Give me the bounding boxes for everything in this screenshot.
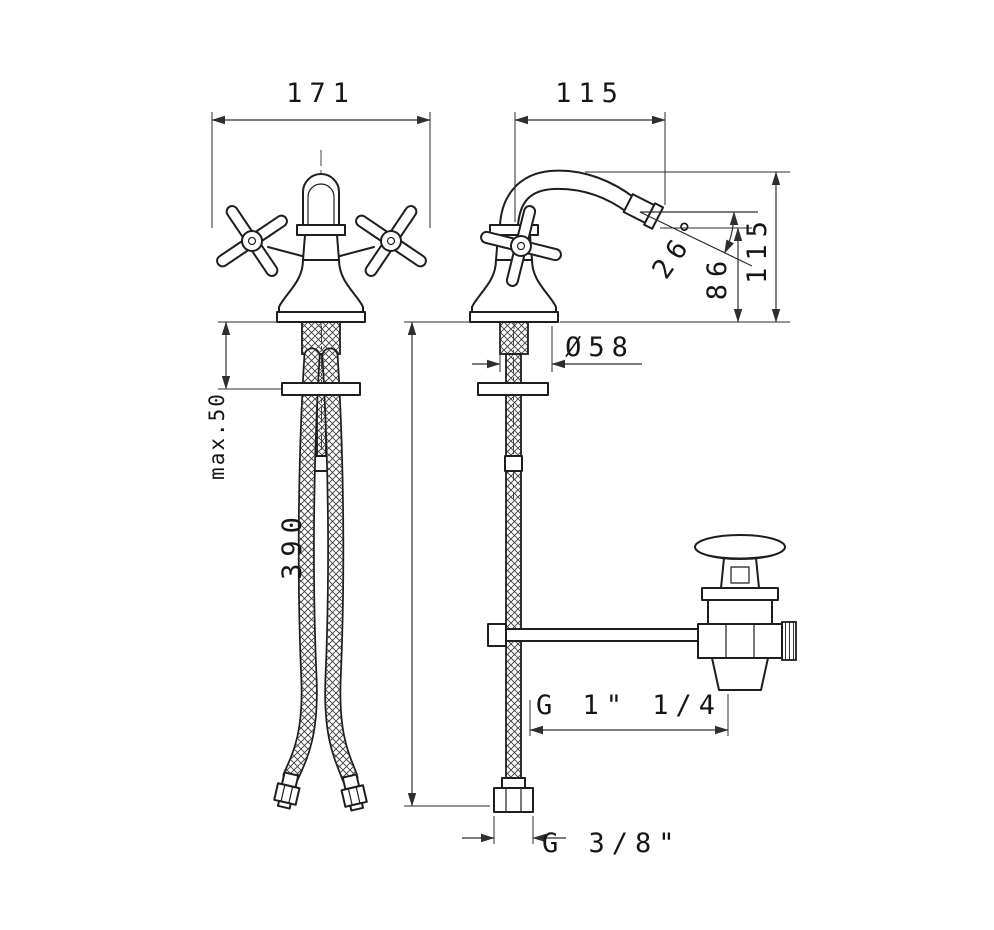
bell-front xyxy=(278,259,364,313)
handle-right xyxy=(355,205,427,277)
handle-side xyxy=(480,205,562,287)
base-plate-side xyxy=(469,311,559,323)
body-front xyxy=(302,234,340,261)
drain-assembly xyxy=(694,534,797,691)
dim-text-base-diameter: Ø58 xyxy=(565,332,635,363)
mounting-flange-front xyxy=(281,382,361,396)
drain-stem-detail xyxy=(730,566,750,584)
handle-left xyxy=(216,205,288,277)
dim-text-depth-top: 115 xyxy=(555,78,625,109)
dim-text-supply-thread: G 3/8" xyxy=(542,828,682,859)
drain-lower-body xyxy=(711,657,769,691)
hose-right xyxy=(330,356,350,778)
dim-text-spout-height: 115 xyxy=(742,214,773,284)
handle-stem-left xyxy=(267,246,303,257)
rod-clamp xyxy=(487,623,507,647)
supply-collar xyxy=(501,777,526,789)
dim-text-width-front: 171 xyxy=(286,78,356,109)
base-plate-front xyxy=(276,311,366,323)
knurled-knob xyxy=(781,621,797,661)
front-view xyxy=(216,150,427,812)
dim-text-drain-thread: G 1" 1/4 xyxy=(536,690,722,721)
side-view xyxy=(469,169,703,813)
spout-side xyxy=(499,169,637,226)
spout-front xyxy=(302,173,340,226)
drain-nut xyxy=(697,623,783,659)
supply-nut xyxy=(493,787,534,813)
drain-stopper xyxy=(694,534,786,560)
hose-connector-right xyxy=(340,773,368,812)
dim-text-max-mounting: max.50 xyxy=(205,392,229,480)
hose-connector-left xyxy=(273,771,301,810)
handle-stem-right xyxy=(339,246,375,257)
rod-square-side xyxy=(504,455,523,472)
dim-text-hose-length: 390 xyxy=(277,510,308,580)
drain-upper-body xyxy=(707,599,773,625)
pop-up-rod xyxy=(503,628,703,642)
mounting-flange-side xyxy=(477,382,549,396)
dimensions: 171 115 26° 86 115 Ø58 max.50 3 xyxy=(205,78,790,859)
drain-stem xyxy=(720,557,760,589)
drain-flange xyxy=(701,587,779,601)
spout-collar-front xyxy=(296,224,346,236)
dim-text-outlet-height: 86 xyxy=(702,254,733,301)
spout-front-inner xyxy=(307,183,335,225)
